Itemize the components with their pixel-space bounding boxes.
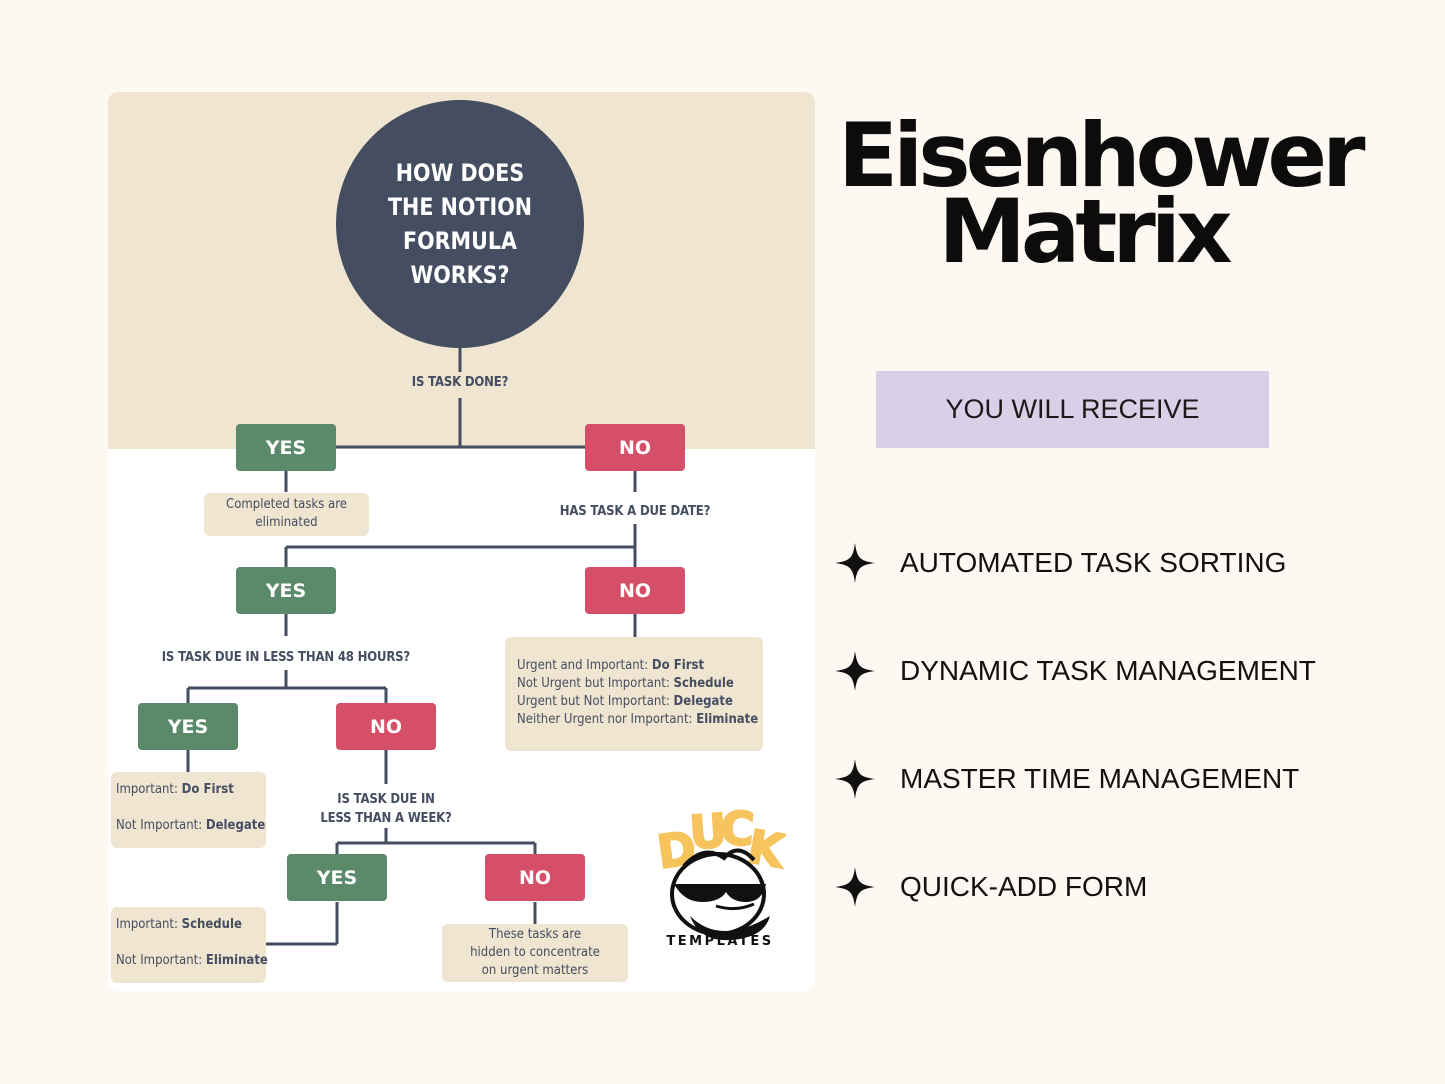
sparkle-icon (835, 651, 875, 691)
duck-templates-logo: D U C K TEMPLATES (656, 804, 786, 949)
title-line-1: Eisenhower (838, 104, 1365, 207)
feature-label: DYNAMIC TASK MANAGEMENT (900, 655, 1316, 686)
question-due-in-week: IS TASK DUE IN LESS THAN A WEEK? (320, 792, 452, 826)
feature-item: QUICK-ADD FORM (834, 865, 1147, 909)
sparkle-icon (835, 759, 875, 799)
feature-item: DYNAMIC TASK MANAGEMENT (834, 649, 1316, 693)
note-no-due-date: Urgent and Important: Do First Not Urgen… (505, 637, 763, 751)
yes-node-task-done: YES (236, 424, 336, 471)
question-task-done: IS TASK DONE? (411, 375, 509, 390)
question-due-48-hours: IS TASK DUE IN LESS THAN 48 HOURS? (161, 650, 411, 665)
yes-node-week: YES (287, 854, 387, 901)
no-node-task-done: NO (585, 424, 685, 471)
sparkle-icon (835, 867, 875, 907)
feature-label: QUICK-ADD FORM (900, 871, 1148, 902)
circle-title: HOW DOES THE NOTION FORMULA WORKS? (387, 159, 533, 289)
note-due-48-hours: Important: Do First Not Important: Deleg… (111, 772, 266, 848)
note-hidden-tasks: These tasks are hidden to concentrate on… (442, 924, 628, 982)
yes-node-due-date: YES (236, 567, 336, 614)
note-due-in-week: Important: Schedule Not Important: Elimi… (111, 907, 268, 983)
feature-item: MASTER TIME MANAGEMENT (834, 757, 1299, 801)
duck-mascot-icon: D U C K (656, 804, 786, 941)
sparkle-icon (835, 543, 875, 583)
title-line-2: Matrix (938, 180, 1232, 283)
yes-node-48-hours: YES (138, 703, 238, 750)
no-node-48-hours: NO (336, 703, 436, 750)
no-node-due-date: NO (585, 567, 685, 614)
flowchart-card: HOW DOES THE NOTION FORMULA WORKS? IS TA… (108, 92, 815, 991)
feature-label: MASTER TIME MANAGEMENT (900, 763, 1300, 794)
question-has-due-date: HAS TASK A DUE DATE? (559, 504, 711, 519)
feature-label: AUTOMATED TASK SORTING (900, 547, 1287, 578)
svg-text:TEMPLATES: TEMPLATES (666, 934, 773, 949)
product-title: Eisenhower Matrix (838, 104, 1365, 283)
flowchart-connectors (186, 348, 637, 946)
you-will-receive-banner: YOU WILL RECEIVE (876, 371, 1269, 448)
no-node-week: NO (485, 854, 585, 901)
flowchart-start-circle: HOW DOES THE NOTION FORMULA WORKS? (336, 100, 584, 348)
feature-item: AUTOMATED TASK SORTING (834, 541, 1286, 585)
note-completed-tasks: Completed tasks are eliminated (204, 493, 369, 536)
